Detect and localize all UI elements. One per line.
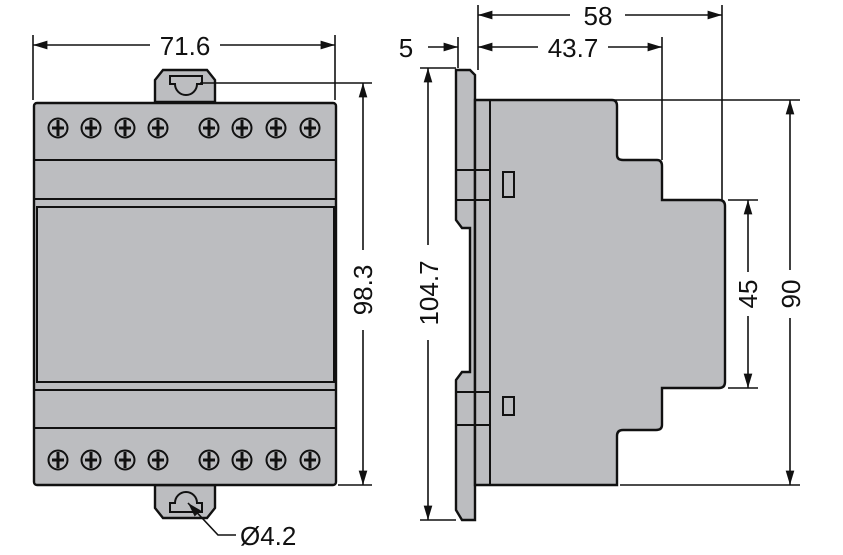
terminal-screw-icon	[299, 117, 321, 139]
hole-leader-line	[187, 502, 236, 536]
terminal-screw-icon	[231, 117, 253, 139]
rail-offset-label: 5	[399, 33, 413, 63]
terminal-screw-icon	[80, 449, 102, 471]
side-housing	[473, 98, 727, 487]
terminal-screw-icon	[147, 117, 169, 139]
latch-slot	[502, 171, 515, 198]
terminal-screw-icon	[265, 117, 287, 139]
din-rail-clip	[454, 68, 477, 522]
bottom-din-clip	[153, 483, 217, 520]
overall-height-label: 104.7	[414, 260, 444, 325]
overall-depth-label: 58	[584, 1, 613, 31]
terminal-screw-icon	[147, 449, 169, 471]
terminal-screw-icon	[198, 449, 220, 471]
top-din-clip	[153, 68, 217, 104]
terminal-screw-icon	[231, 449, 253, 471]
terminal-screw-icon	[114, 449, 136, 471]
terminal-screw-icon	[198, 117, 220, 139]
hole-diameter-label: Ø4.2	[240, 521, 296, 551]
side-view: 58 43.7 5 104.7 45 90	[399, 1, 806, 522]
bottom-clip-hole	[169, 491, 203, 513]
terminal-screw-icon	[80, 117, 102, 139]
terminal-screw-icon	[47, 449, 69, 471]
terminal-screw-icon	[265, 449, 287, 471]
height-dimension-label: 98.3	[348, 265, 378, 316]
terminal-screw-icon	[47, 117, 69, 139]
body-height-label: 90	[776, 280, 806, 309]
terminal-screws	[47, 117, 321, 471]
front-height-label: 45	[733, 280, 763, 309]
front-view: 71.6 98.3 Ø4.2	[32, 31, 378, 551]
width-dimension-label: 71.6	[160, 31, 211, 61]
front-window	[36, 206, 335, 383]
terminal-screw-icon	[114, 117, 136, 139]
terminal-screw-icon	[299, 449, 321, 471]
latch-slot	[502, 396, 515, 416]
top-clip-hole	[169, 75, 203, 96]
step-depth-label: 43.7	[548, 33, 599, 63]
